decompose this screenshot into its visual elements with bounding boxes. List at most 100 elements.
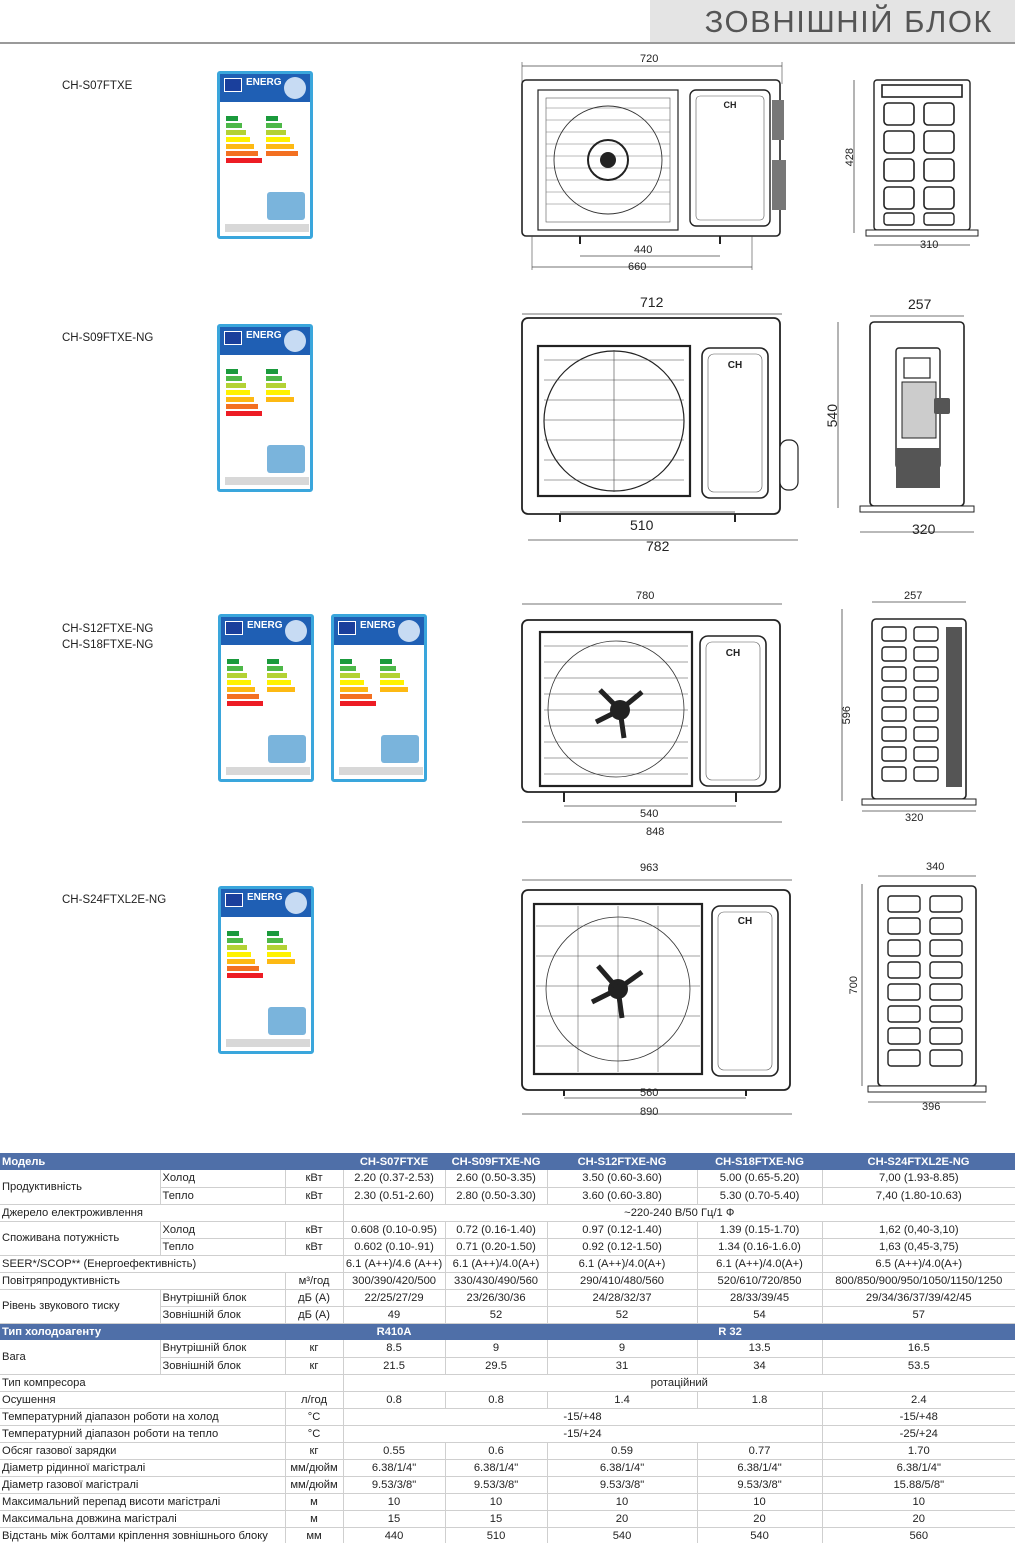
energy-bar [266,116,278,121]
row-label: Температурний діапазон роботи на холод [0,1408,286,1426]
row-label: Джерело електроживлення [0,1204,344,1222]
dimension-label: 963 [640,862,659,874]
table-row: Тип компресора ротаційний [0,1374,1015,1392]
energy-bar [380,680,404,685]
cell: 53.5 [822,1357,1015,1375]
cell: 2.30 (0.51-2.60) [343,1187,446,1205]
dimension-label: 560 [640,1087,659,1099]
energy-bar [227,959,255,964]
row-label: Повітряпродуктивність [0,1272,286,1290]
table-row: Тепло кВт 0.602 (0.10-.91) 0.71 (0.20-1.… [0,1238,1015,1256]
row-sublabel: Внутрішній блок [160,1289,286,1307]
row-unit: °C [285,1425,344,1443]
energy-bar [226,144,254,149]
table-row: Температурний діапазон роботи на тепло °… [0,1425,1015,1443]
cell: 0.55 [343,1442,446,1460]
row-label: Споживана потужність [0,1221,161,1256]
header-model: CH-S24FTXL2E-NG [822,1153,1015,1170]
dimension-label: 890 [640,1106,659,1118]
svg-text:CH: CH [738,916,752,927]
side-view-drawing [853,75,984,255]
cell: 9.53/3/8" [697,1476,823,1494]
table-row: Джерело електроживлення ~220-240 В/50 Гц… [0,1204,1015,1222]
energy-bar [266,151,298,156]
energy-bar [266,383,286,388]
table-row: Зовнішній блок кг 21.5 29.5 31 34 53.5 [0,1357,1015,1375]
row-label: Тип холодоагенту [0,1323,344,1340]
table-row: Вага Внутрішній блок кг 8.5 9 9 13.5 16.… [0,1340,1015,1375]
dimension-label: 257 [904,590,923,602]
cell: 6.38/1/4" [822,1459,1015,1477]
energy-bar [226,137,250,142]
row-unit: кВт [285,1170,344,1188]
table-row: Зовнішній блок дБ (А) 49 52 52 54 57 [0,1306,1015,1324]
table-row: Максимальна довжина магістралі м 15 15 2… [0,1510,1015,1528]
energy-bar [340,694,372,699]
energy-bar [340,701,376,706]
energy-bar [226,411,262,416]
row-unit: мм/дюйм [285,1459,344,1477]
cell: 6.1 (A++)/4.0(A+) [445,1255,548,1273]
cell: 1,62 (0,40-3,10) [822,1221,1015,1239]
europe-map-icon [381,735,419,763]
svg-text:CH: CH [724,100,737,110]
table-row: Споживана потужність Холод кВт 0.608 (0.… [0,1221,1015,1256]
energy-bar [267,952,291,957]
cell: 1.8 [697,1391,823,1409]
cell: 10 [697,1493,823,1511]
energy-label: ENERG [217,324,313,492]
energy-label: ENERG [218,886,314,1054]
cell: 29/34/36/37/39/42/45 [822,1289,1015,1307]
spec-table: Модель CH-S07FTXE CH-S09FTXE-NG CH-S12FT… [0,1153,1015,1543]
energy-bar [266,144,294,149]
dimension-label: 848 [646,826,665,838]
cell: 1.34 (0.16-1.6.0) [697,1238,823,1256]
cell: -15/+48 [343,1408,823,1426]
row-unit: кВт [285,1238,344,1256]
row-unit: кг [285,1357,344,1375]
eu-flag-icon [224,78,242,92]
header-model: CH-S12FTXE-NG [547,1153,698,1170]
energy-label-title: ENERG [246,330,282,341]
energy-label: ENERG [217,71,313,239]
model-name: CH-S07FTXE [62,80,133,92]
cell: 540 [697,1527,823,1543]
energy-label-title: ENERG [247,892,283,903]
energy-bar [227,701,263,706]
cell: 6.38/1/4" [547,1459,698,1477]
table-header-row: Модель CH-S07FTXE CH-S09FTXE-NG CH-S12FT… [0,1153,1015,1170]
cell: 1.4 [547,1391,698,1409]
cell: 29.5 [445,1357,548,1375]
cell: 520/610/720/850 [697,1272,823,1290]
energy-label-title: ENERG [247,620,283,631]
row-sublabel: Тепло [160,1187,286,1205]
cell: 2.60 (0.50-3.35) [445,1170,548,1188]
energy-label-footer [226,1039,310,1047]
cell: 3.60 (0.60-3.80) [547,1187,698,1205]
energy-bar [227,938,243,943]
row-unit: м [285,1510,344,1528]
cell: 7,40 (1.80-10.63) [822,1187,1015,1205]
energy-bar [226,116,238,121]
cell: 0.6 [445,1442,548,1460]
energy-bar [226,158,262,163]
energy-bar [266,369,278,374]
model-name: CH-S18FTXE-NG [62,639,154,651]
dimension-label: 596 [841,706,853,725]
dimension-label: 428 [844,148,856,167]
cell: 24/28/32/37 [547,1289,698,1307]
dimension-label: 510 [630,517,654,533]
energy-bar [340,666,356,671]
energy-bar [226,390,250,395]
energy-bar [266,137,290,142]
energy-bar [266,123,282,128]
cell: 510 [445,1527,548,1543]
header-rule [0,42,1015,44]
energy-label-emblem-icon [284,77,306,99]
model-name: CH-S12FTXE-NG [62,623,154,635]
row-unit: м³/год [285,1272,344,1290]
row-sublabel: Внутрішній блок [160,1340,286,1358]
row-label: Обсяг газової зарядки [0,1442,286,1460]
energy-bar [267,673,287,678]
cell: 0.71 (0.20-1.50) [445,1238,548,1256]
